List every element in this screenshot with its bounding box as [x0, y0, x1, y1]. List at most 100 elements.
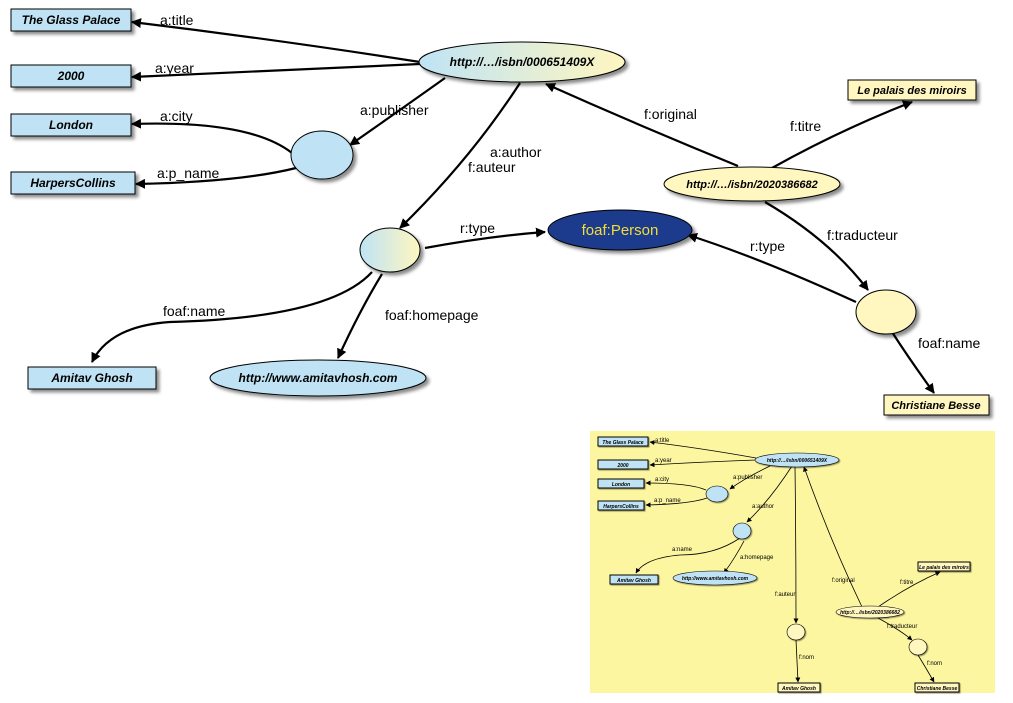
inset-edge-title [649, 440, 757, 459]
inset-edge-homepage [723, 540, 745, 574]
inset-node-isbn-en: http://…/isbn/000651409X [754, 452, 840, 468]
inset-literal-publisher-name: HarpersCollins [597, 500, 645, 511]
node-homepage: http://www.amitavhosh.com [209, 359, 427, 397]
inset-label-titre: f:titre [900, 580, 914, 586]
svg-text:http://…/isbn/2020386682: http://…/isbn/2020386682 [686, 179, 817, 191]
svg-text:HarpersCollins: HarpersCollins [603, 504, 639, 510]
inset-label-auteur: f:auteur [775, 592, 795, 598]
inset-literal-year: 2000 [597, 459, 649, 470]
label-city: a:city [160, 108, 193, 124]
inset-blank-node-author-fr [786, 623, 806, 641]
edge-type-author [424, 227, 546, 250]
svg-text:http://…/isbn/2020386682: http://…/isbn/2020386682 [840, 610, 900, 616]
main-graph: a:title a:year a:publisher a:city a:p_na… [10, 8, 990, 416]
edge-publisher [349, 77, 446, 146]
inset-edge-publisher [729, 465, 771, 490]
inset-label-nom-author: f:nom [799, 655, 814, 661]
inset-label-publisher: a:publisher [733, 475, 762, 481]
edge-title [131, 18, 421, 64]
main-edge-labels: a:title a:year a:publisher a:city a:p_na… [155, 12, 980, 351]
label-year: a:year [155, 60, 194, 76]
edge-titre [771, 100, 913, 169]
inset-label-year: a:year [655, 458, 672, 464]
label-name-translator: foaf:name [918, 335, 980, 351]
inset-blank-node-author [732, 522, 752, 540]
svg-text:Amitav Ghosh: Amitav Ghosh [50, 371, 132, 385]
inset-edge-labels: a:title a:year a:publisher a:city a:p_na… [654, 438, 942, 667]
edge-name-author [91, 271, 373, 363]
svg-text:2000: 2000 [57, 69, 85, 83]
inset-literal-translator-name: Christiane Besse [914, 682, 960, 693]
inset-edge-auteur [793, 465, 799, 624]
label-original: f:original [644, 106, 697, 122]
blank-node-author [359, 227, 421, 273]
edge-city [131, 118, 293, 154]
main-edges [91, 18, 935, 394]
inset-label-p-name: a:p_name [654, 498, 681, 504]
label-type-translator: r:type [750, 238, 785, 254]
literal-city: London [10, 113, 132, 137]
svg-text:The Glass Palace: The Glass Palace [22, 13, 121, 27]
label-p-name: a:p_name [157, 165, 219, 181]
svg-text:http://www.amitavhosh.com: http://www.amitavhosh.com [682, 576, 749, 582]
svg-text:London: London [612, 482, 630, 488]
svg-text:foaf:Person: foaf:Person [582, 222, 659, 239]
inset-label-author: a:author [752, 504, 774, 510]
inset-edge-original [803, 466, 863, 608]
inset-label-city: a:city [655, 477, 669, 483]
inset-edge-year [649, 459, 757, 468]
node-isbn-fr: http://…/isbn/2020386682 [663, 166, 841, 202]
edge-traducteur [764, 201, 869, 291]
inset-blank-node-translator [908, 638, 928, 656]
inset-label-name: a:name [672, 547, 693, 553]
inset-literal-city: London [597, 478, 645, 489]
svg-text:The Glass Palace: The Glass Palace [602, 440, 643, 446]
svg-text:http://…/isbn/000651409X: http://…/isbn/000651409X [450, 55, 596, 69]
inset-edge-p-name [645, 497, 708, 508]
svg-text:http://…/isbn/000651409X: http://…/isbn/000651409X [767, 458, 828, 464]
inset-label-original: f:original [832, 578, 855, 584]
label-author: a:author [490, 144, 542, 160]
node-foaf-person: foaf:Person [547, 209, 693, 251]
inset-graph: a:title a:year a:publisher a:city a:p_na… [590, 431, 995, 693]
inset-label-homepage: a:homepage [740, 555, 774, 561]
svg-text:Le palais des miroirs: Le palais des miroirs [857, 85, 966, 97]
inset-node-isbn-fr: http://…/isbn/2020386682 [835, 605, 905, 619]
svg-text:HarpersCollins: HarpersCollins [30, 176, 116, 190]
label-titre: f:titre [790, 118, 821, 134]
edge-type-translator [687, 232, 857, 303]
label-traducteur: f:traducteur [827, 227, 898, 243]
inset-edge-name [635, 537, 741, 574]
inset-node-homepage: http://www.amitavhosh.com [672, 570, 758, 586]
inset-edge-nom-author [795, 639, 801, 683]
literal-author-name: Amitav Ghosh [27, 366, 157, 390]
node-isbn-en: http://…/isbn/000651409X [418, 41, 626, 83]
label-title: a:title [160, 12, 194, 28]
edge-name-translator [891, 331, 935, 394]
edge-p-name [135, 166, 297, 189]
inset-label-nom-translator: f:nom [927, 661, 942, 667]
inset-edge-nom-translator [917, 654, 935, 683]
edge-original [545, 82, 739, 168]
svg-text:Christiane Besse: Christiane Besse [917, 686, 958, 692]
svg-text:Amitav Ghosh: Amitav Ghosh [616, 578, 651, 584]
label-homepage: foaf:homepage [385, 307, 479, 323]
svg-text:London: London [49, 118, 93, 132]
inset-literal-author-name: Amitav Ghosh [609, 574, 659, 585]
literal-titre: Le palais des miroirs [847, 79, 977, 101]
literal-year: 2000 [10, 64, 132, 88]
inset-label-traducteur: f:traducteur [887, 624, 917, 630]
svg-text:Christiane Besse: Christiane Besse [891, 400, 980, 412]
inset-blank-node-publisher [705, 485, 729, 503]
inset-edge-city [645, 480, 707, 491]
literal-publisher-name: HarpersCollins [10, 171, 136, 195]
label-type-author: r:type [460, 220, 495, 236]
literal-translator-name: Christiane Besse [883, 394, 990, 416]
svg-text:Le palais des miroirs: Le palais des miroirs [919, 565, 969, 571]
inset-literal-author-fr-name: Amitav Ghosh [777, 682, 821, 693]
edge-author [399, 82, 521, 229]
svg-text:Amitav Ghosh: Amitav Ghosh [781, 686, 816, 692]
svg-text:http://www.amitavhosh.com: http://www.amitavhosh.com [239, 371, 398, 385]
edge-year [131, 62, 421, 82]
